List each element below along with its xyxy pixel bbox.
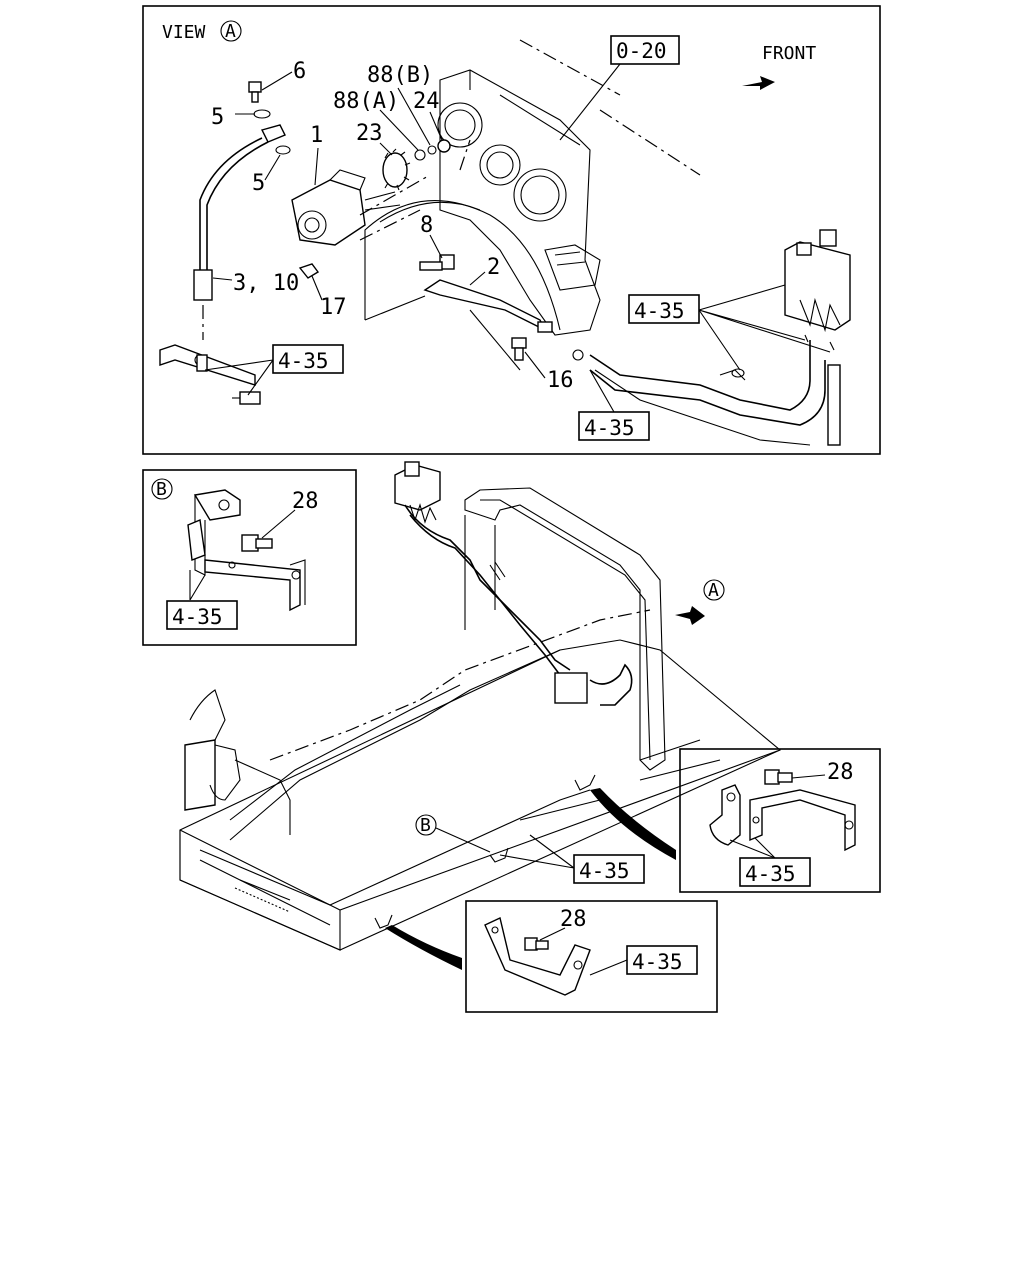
view-b-ref-box xyxy=(166,600,238,630)
air-intake xyxy=(184,689,291,835)
view-a-letter: A xyxy=(225,21,236,42)
view-a-panel: VIEW A FRONT xyxy=(142,5,881,455)
front-arrow-icon xyxy=(742,76,775,90)
vertical-pipe xyxy=(827,364,841,446)
pump-block xyxy=(554,672,588,704)
return-hose xyxy=(589,340,811,411)
ref-box-tank xyxy=(628,294,700,324)
front-label: FRONT xyxy=(762,43,816,64)
bolt-16 xyxy=(511,337,527,361)
callout-2: 2 xyxy=(487,255,500,280)
flywheel-housing xyxy=(364,200,561,331)
main-reservoir xyxy=(394,461,441,524)
detail-bottom-panel: 28 4-35 xyxy=(465,900,718,1013)
detail-bottom-ref-box-text: 4-35 xyxy=(632,950,683,974)
view-b-frame xyxy=(142,469,357,646)
callout-88b: 88(B) xyxy=(367,63,433,88)
banjo-fitting xyxy=(260,124,286,143)
view-b-panel: B 28 4-35 xyxy=(142,469,357,646)
pump-assembly xyxy=(291,169,401,246)
ref-box-tank-text: 4-35 xyxy=(634,299,685,323)
detail-pointer-right xyxy=(590,788,676,860)
callout-23: 23 xyxy=(356,121,383,146)
view-a-frame xyxy=(142,5,881,455)
washer-88b xyxy=(427,145,437,155)
view-b-bracket xyxy=(187,489,306,612)
ref-box-0-20 xyxy=(610,35,680,65)
callout-88a: 88(A) xyxy=(333,89,399,114)
view-b-callout-28: 28 xyxy=(292,489,319,514)
callout-24: 24 xyxy=(413,89,440,114)
detail-right-clamp xyxy=(709,784,741,846)
washer-5-lower xyxy=(275,145,291,155)
view-a-title: VIEW xyxy=(162,22,206,43)
detail-right-panel: 28 4-35 xyxy=(679,748,881,893)
nut-24 xyxy=(437,139,451,153)
view-b-letter: B xyxy=(156,479,167,500)
detail-right-frame xyxy=(679,748,881,893)
frame-ref-box-text: 4-35 xyxy=(579,859,630,883)
chassis-frame-view: A B 4-35 xyxy=(179,461,782,970)
detail-bottom-bolt-28 xyxy=(524,937,549,951)
callout-6: 6 xyxy=(293,59,306,84)
callout-3-10: 3, 10 xyxy=(233,271,299,296)
detail-bottom-frame xyxy=(465,900,718,1013)
view-b-bolt-28 xyxy=(241,534,273,552)
ref-box-pipe-text: 4-35 xyxy=(584,416,635,440)
detail-right-callout-28: 28 xyxy=(827,760,854,785)
marker-a-circle xyxy=(703,579,725,601)
callout-1: 1 xyxy=(310,123,323,148)
ref-box-bracket xyxy=(272,344,344,374)
detail-right-bracket xyxy=(749,789,856,852)
marker-b-circle xyxy=(415,814,437,836)
gear-part xyxy=(382,148,411,191)
callout-16: 16 xyxy=(547,368,574,393)
view-b-letter-circle xyxy=(151,478,173,500)
callout-17: 17 xyxy=(320,295,347,320)
hose-3-10 xyxy=(199,137,263,270)
nut-17 xyxy=(298,263,320,279)
callout-5-upper: 5 xyxy=(211,105,224,130)
ref-box-bracket-text: 4-35 xyxy=(278,349,329,373)
view-a-arrow-icon xyxy=(675,606,705,625)
callout-5-lower: 5 xyxy=(252,171,265,196)
callout-8: 8 xyxy=(420,213,433,238)
marker-a-letter: A xyxy=(708,580,719,601)
detail-right-ref-box-text: 4-35 xyxy=(745,862,796,886)
bolt-8 xyxy=(419,254,455,271)
detail-bottom-callout-28: 28 xyxy=(560,907,587,932)
view-b-ref-box-text: 4-35 xyxy=(172,605,223,629)
marker-b-letter: B xyxy=(420,815,431,836)
detail-pointer-bottom xyxy=(385,925,462,970)
hose-end-fitting xyxy=(193,269,213,301)
washer-5-upper xyxy=(253,109,271,119)
banjo-bolt-6 xyxy=(248,81,262,103)
frame-ref-box xyxy=(573,854,645,884)
engine-housing xyxy=(437,39,701,336)
view-a-letter-circle xyxy=(220,20,242,42)
hose-bracket xyxy=(159,344,261,405)
detail-right-bolt-28 xyxy=(764,769,793,785)
washer-88a xyxy=(414,149,426,161)
pipe-2 xyxy=(423,279,553,371)
detail-bottom-bracket xyxy=(484,917,591,996)
ref-box-0-20-text: 0-20 xyxy=(616,39,667,63)
reservoir-tank xyxy=(784,229,851,351)
